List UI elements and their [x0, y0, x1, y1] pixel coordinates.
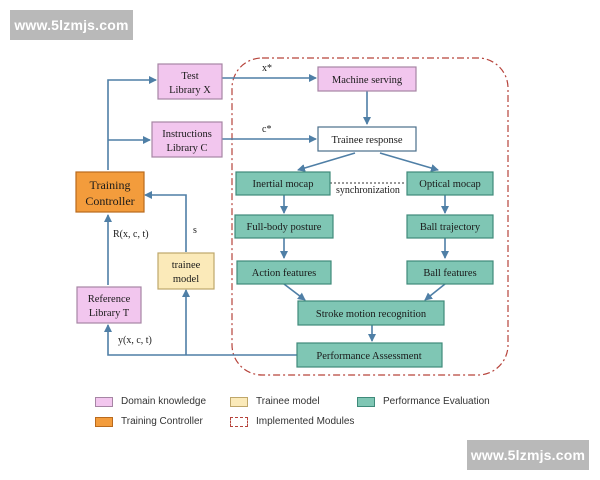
- trainee-model-line2: model: [173, 274, 199, 285]
- instructions-library-line2: Library C: [166, 143, 207, 154]
- ball-features-label: Ball features: [423, 268, 476, 279]
- edge-label-y: y(x, c, t): [118, 335, 152, 346]
- action-features-label: Action features: [252, 268, 316, 279]
- edge-label-synchronization: synchronization: [336, 185, 400, 196]
- training-controller-line2: Controller: [85, 194, 134, 208]
- edges: [104, 74, 449, 356]
- legend-performance-evaluation-label: Performance Evaluation: [383, 396, 490, 407]
- legend-swatch-evaluation: [357, 396, 375, 407]
- optical-mocap-label: Optical mocap: [419, 179, 481, 190]
- test-library-line1: Test: [181, 71, 198, 82]
- reference-library-line1: Reference: [88, 294, 131, 305]
- full-body-posture-label: Full-body posture: [247, 222, 322, 233]
- edge-response-to-optical: [379, 152, 439, 172]
- edge-controller-to-test-library: [107, 76, 157, 170]
- instructions-library-line1: Instructions: [162, 129, 212, 140]
- edge-label-s: s: [193, 225, 197, 236]
- performance-assessment-label: Performance Assessment: [316, 351, 421, 362]
- legend: Domain knowledge Trainee model Performan…: [95, 392, 515, 434]
- ball-trajectory-box: Ball trajectory: [406, 214, 494, 239]
- training-controller-line1: Training: [90, 178, 131, 192]
- action-features-box: Action features: [236, 260, 332, 285]
- legend-trainee-model: Trainee model: [230, 396, 320, 407]
- legend-implemented-modules: Implemented Modules: [230, 416, 354, 427]
- test-library-box: Test Library X: [157, 63, 223, 100]
- reference-library-box: Reference Library T: [76, 286, 142, 324]
- machine-serving-label: Machine serving: [332, 75, 403, 86]
- legend-training-controller: Training Controller: [95, 416, 203, 427]
- implemented-modules-region: [231, 57, 509, 376]
- watermark-top: www.5lzmjs.com: [10, 10, 133, 40]
- edge-label-r: R(x, c, t): [113, 229, 149, 240]
- watermark-bottom: www.5lzmjs.com: [467, 440, 589, 470]
- machine-serving-box: Machine serving: [317, 66, 417, 92]
- instructions-library-box: Instructions Library C: [151, 121, 223, 158]
- legend-domain-knowledge-label: Domain knowledge: [121, 396, 207, 407]
- training-controller-box: Training Controller: [75, 171, 145, 213]
- reference-library-line2: Library T: [89, 308, 130, 319]
- legend-training-controller-label: Training Controller: [121, 416, 203, 427]
- trainee-model-box: trainee model: [157, 252, 215, 290]
- legend-domain-knowledge: Domain knowledge: [95, 396, 206, 407]
- legend-swatch-implemented: [230, 416, 248, 427]
- optical-mocap-box: Optical mocap: [406, 171, 494, 196]
- trainee-response-box: Trainee response: [317, 126, 417, 152]
- test-library-line2: Library X: [169, 85, 211, 96]
- inertial-mocap-label: Inertial mocap: [253, 179, 314, 190]
- legend-swatch-trainee: [230, 396, 248, 407]
- stroke-recognition-box: Stroke motion recognition: [297, 300, 445, 326]
- stroke-recognition-label: Stroke motion recognition: [316, 309, 427, 320]
- edge-label-x-star: x*: [262, 63, 272, 74]
- inertial-mocap-box: Inertial mocap: [235, 171, 331, 196]
- performance-assessment-box: Performance Assessment: [296, 342, 443, 368]
- full-body-posture-box: Full-body posture: [234, 214, 334, 239]
- edge-performance-to-reference: [104, 324, 298, 356]
- legend-trainee-model-label: Trainee model: [256, 396, 320, 407]
- trainee-model-line1: trainee: [172, 260, 201, 271]
- legend-performance-evaluation: Performance Evaluation: [357, 396, 490, 407]
- edge-action-to-stroke: [283, 283, 306, 301]
- legend-swatch-controller: [95, 416, 113, 427]
- edge-label-c-star: c*: [262, 124, 271, 135]
- ball-trajectory-label: Ball trajectory: [420, 222, 481, 233]
- legend-implemented-modules-label: Implemented Modules: [256, 416, 355, 427]
- ball-features-box: Ball features: [406, 260, 494, 285]
- edge-ballfeat-to-stroke: [424, 283, 446, 301]
- edge-trainee-model-to-controller: [144, 191, 187, 252]
- legend-swatch-domain: [95, 396, 113, 407]
- trainee-response-label: Trainee response: [331, 135, 402, 146]
- edge-response-to-inertial: [297, 152, 356, 172]
